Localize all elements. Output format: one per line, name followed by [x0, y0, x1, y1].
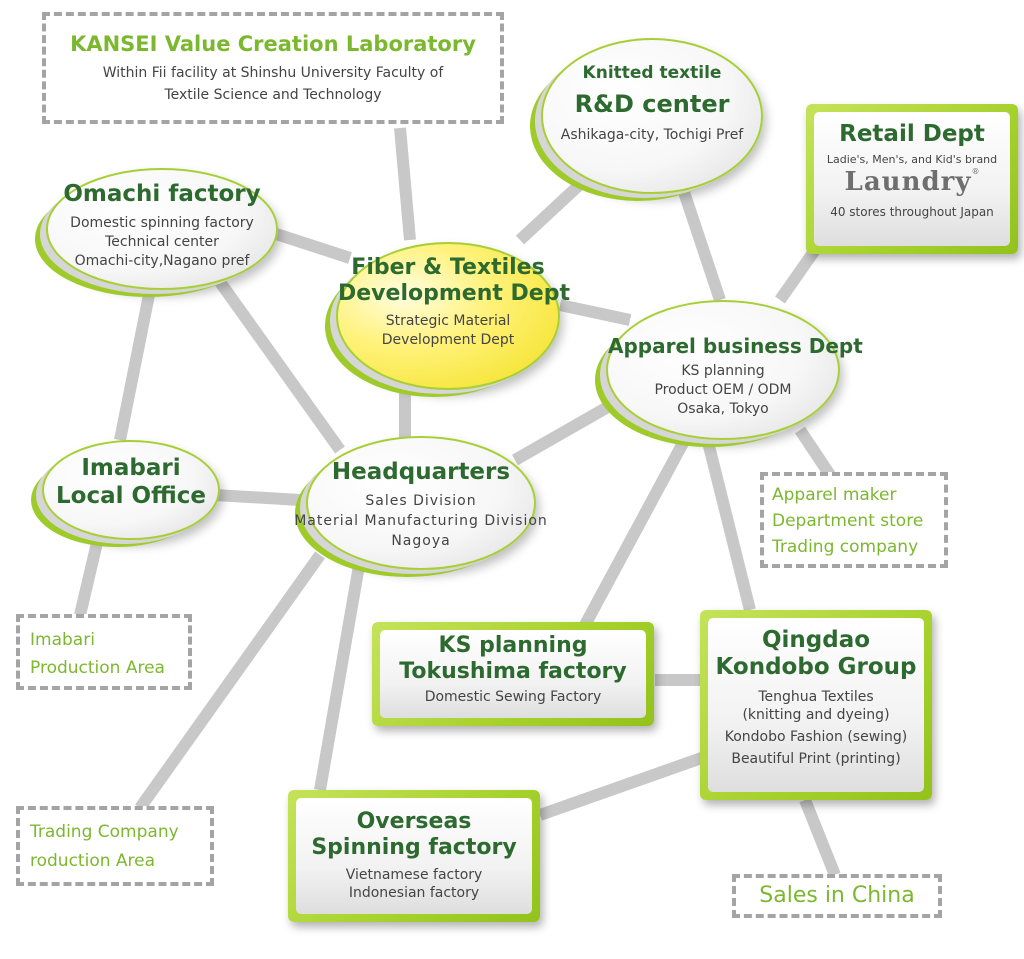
- kansei-lab-line1: Within Fii facility at Shinshu Universit…: [102, 65, 444, 81]
- retail-stores-line: 40 stores throughout Japan: [830, 205, 994, 220]
- overseas-title2: Spinning factory: [311, 834, 517, 860]
- connector: [515, 170, 595, 245]
- imabari-title1: Imabari: [81, 455, 181, 481]
- connector: [699, 428, 756, 612]
- headquarters-node: Headquarters Sales Division Material Man…: [294, 436, 547, 570]
- kansei-lab-box: KANSEI Value Creation Laboratory Within …: [42, 12, 504, 124]
- retail-dept-panel: Retail Dept Ladie's, Men's, and Kid's br…: [806, 104, 1018, 254]
- fiber-textiles-dept-node: Fiber & Textiles Development Dept Strate…: [336, 242, 570, 390]
- headquarters-title: Headquarters: [331, 459, 511, 485]
- knitted-title2: R&D center: [574, 90, 730, 118]
- overseas-title1: Overseas: [356, 809, 472, 834]
- ks-tokushima-title1: KS planning: [438, 633, 588, 658]
- kansei-lab-title: KANSEI Value Creation Laboratory: [70, 32, 476, 56]
- qingdao-line4: Beautiful Print (printing): [731, 751, 901, 768]
- apparel-line3: Osaka, Tokyo: [677, 401, 769, 417]
- qingdao-kondobo-group-panel: Qingdao Kondobo Group Tenghua Textiles (…: [700, 610, 932, 800]
- kansei-lab-line2: Textile Science and Technology: [164, 87, 382, 104]
- fiber-title1: Fiber & Textiles: [351, 255, 545, 280]
- customer-apparel-maker: Apparel maker: [772, 485, 897, 505]
- connector: [210, 271, 345, 454]
- apparel-customers-box: Apparel maker Department store Trading c…: [760, 472, 948, 568]
- imabari-title2: Local Office: [56, 483, 206, 509]
- qingdao-line2: (knitting and dyeing): [742, 706, 890, 723]
- omachi-line2: Technical center: [105, 234, 219, 250]
- connector: [558, 299, 632, 326]
- headquarters-line2: Material Manufacturing Division: [294, 513, 548, 529]
- overseas-card: Overseas Spinning factory Vietnamese fac…: [296, 798, 532, 914]
- qingdao-title1: Qingdao: [761, 627, 871, 653]
- overseas-spinning-factory-panel: Overseas Spinning factory Vietnamese fac…: [288, 790, 540, 922]
- omachi-line3: Omachi-city,Nagano pref: [74, 253, 250, 269]
- connector: [512, 394, 623, 466]
- imabari-production-area-box: Imabari Production Area: [16, 614, 192, 690]
- omachi-title: Omachi factory: [63, 181, 261, 207]
- apparel-business-dept-node: Apparel business Dept KS planning Produc…: [606, 300, 863, 440]
- connector: [394, 127, 416, 241]
- laundry-logo: Laundry®: [814, 167, 1010, 199]
- headquarters-line3: Nagoya: [391, 533, 451, 549]
- apparel-line1: KS planning: [681, 363, 765, 379]
- connector: [114, 288, 156, 442]
- customer-trading-company: Trading company: [772, 537, 919, 557]
- ks-tokushima-title2: Tokushima factory: [399, 658, 627, 684]
- knitted-location: Ashikaga-city, Tochigi Pref: [560, 127, 744, 143]
- retail-dept-card: Retail Dept Ladie's, Men's, and Kid's br…: [814, 112, 1010, 246]
- qingdao-card: Qingdao Kondobo Group Tenghua Textiles (…: [708, 618, 924, 792]
- connector: [74, 528, 106, 617]
- qingdao-line3: Kondobo Fashion (sewing): [724, 729, 908, 746]
- fiber-line1: Strategic Material: [385, 313, 511, 329]
- knitted-rd-center-node: Knitted textile R&D center Ashikaga-city…: [541, 38, 763, 194]
- ks-tokushima-card: KS planning Tokushima factory Domestic S…: [380, 630, 646, 718]
- trading-area-line1: Trading Company: [30, 822, 179, 842]
- connector: [795, 426, 835, 479]
- connector: [538, 749, 712, 821]
- laundry-brand-text: Laundry: [844, 167, 972, 198]
- imabari-area-line1: Imabari: [30, 630, 95, 650]
- qingdao-title2: Kondobo Group: [715, 653, 917, 680]
- apparel-title: Apparel business Dept: [608, 334, 863, 358]
- customer-department-store: Department store: [772, 511, 924, 531]
- apparel-line2: Product OEM / ODM: [654, 382, 792, 398]
- retail-title: Retail Dept: [839, 121, 985, 147]
- fiber-title2: Development Dept: [338, 281, 570, 306]
- omachi-line1: Domestic spinning factory: [70, 215, 254, 231]
- sales-in-china-box: Sales in China: [732, 874, 942, 918]
- retail-brands-line: Ladie's, Men's, and Kid's brand: [826, 152, 998, 166]
- headquarters-line1: Sales Division: [365, 493, 477, 509]
- fiber-line2: Development Dept: [381, 332, 515, 348]
- connector: [214, 489, 301, 506]
- overseas-line2: Indonesian factory: [348, 884, 480, 901]
- ks-tokushima-line1: Domestic Sewing Factory: [424, 688, 602, 705]
- connector: [579, 427, 696, 628]
- connector: [799, 797, 841, 878]
- trading-area-line2: roduction Area: [30, 851, 156, 871]
- sales-in-china-label: Sales in China: [759, 883, 915, 908]
- connector: [268, 226, 352, 264]
- imabari-area-line2: Production Area: [30, 658, 165, 678]
- connector: [135, 551, 325, 812]
- overseas-line1: Vietnamese factory: [345, 866, 483, 883]
- trading-company-production-area-box: Trading Company roduction Area: [16, 806, 214, 886]
- imabari-local-office-node: Imabari Local Office: [42, 440, 220, 540]
- qingdao-line1: Tenghua Textiles: [758, 688, 874, 705]
- omachi-factory-node: Omachi factory Domestic spinning factory…: [46, 168, 278, 290]
- ks-tokushima-factory-panel: KS planning Tokushima factory Domestic S…: [372, 622, 654, 726]
- connector: [314, 558, 366, 792]
- connector: [775, 246, 820, 304]
- knitted-title1: Knitted textile: [582, 63, 722, 83]
- registered-mark: ®: [971, 167, 980, 177]
